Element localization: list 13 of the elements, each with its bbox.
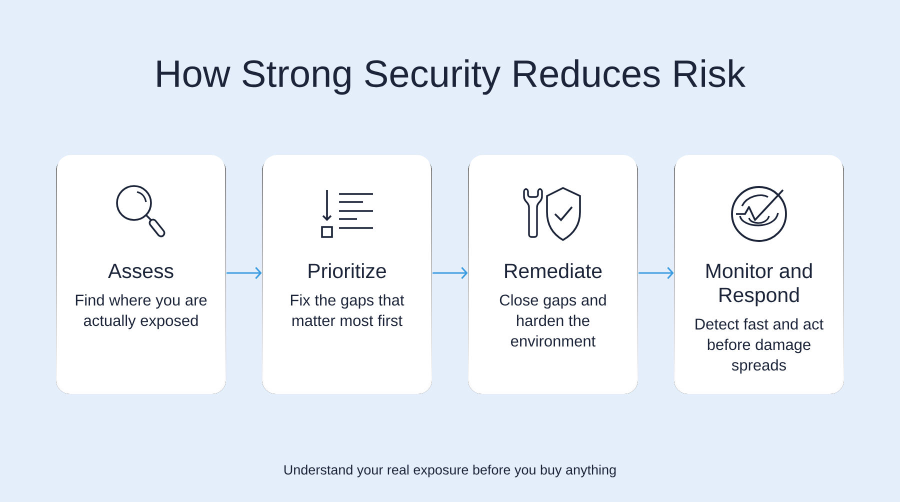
step-description: Fix the gaps that matter most first <box>290 294 404 326</box>
diagram-title: How Strong Security Reduces Risk <box>157 59 746 95</box>
step-title: Prioritize <box>308 263 386 278</box>
step-title: Remediate <box>505 263 602 278</box>
step-title: Assess <box>108 264 174 278</box>
arrow <box>432 266 468 280</box>
step-description: Find where you are actually exposed <box>76 294 207 330</box>
step-description: Detect fast and act before damage spreads <box>696 318 824 374</box>
arrow <box>226 266 262 280</box>
step-title: Monitor and Respond <box>706 263 812 306</box>
caption: Understand your real exposure before you buy anything <box>284 464 616 478</box>
arrow <box>638 266 674 280</box>
step-description: Close gaps and harden the environment <box>500 294 606 347</box>
